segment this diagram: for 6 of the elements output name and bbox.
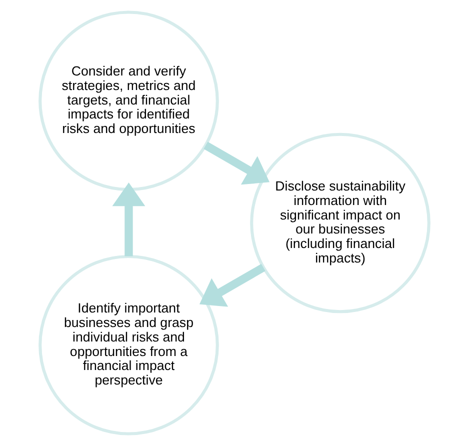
arrow bbox=[112, 182, 145, 256]
node-circle: Disclose sustainability information with significant impact on our businesses (including financial impacts) bbox=[250, 132, 430, 314]
arrow bbox=[198, 264, 265, 307]
node-circle: Consider and verify strategies, metrics and targets, and financial impacts for identified risks and opportunities bbox=[38, 10, 218, 192]
node-circle: Identify important businesses and grasp individual risks and opportunities from a financial impact perspective bbox=[38, 254, 218, 436]
arrow bbox=[203, 142, 270, 185]
